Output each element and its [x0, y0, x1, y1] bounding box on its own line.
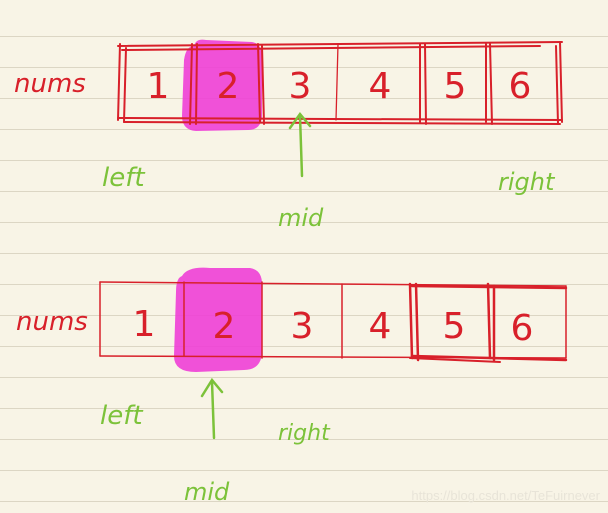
- bottom-cell-value: 4: [369, 306, 392, 347]
- top-array-label: nums: [14, 69, 86, 99]
- top-cell-value: 6: [509, 66, 532, 107]
- top-cell-value: 4: [369, 66, 392, 107]
- bottom-cell-value: 1: [133, 304, 156, 345]
- bottom-cell-value: 6: [511, 308, 534, 349]
- top-mid-arrow: [288, 111, 312, 178]
- top-cell-value: 5: [444, 66, 467, 107]
- bottom-array-label: nums: [16, 307, 88, 337]
- top-left-label: left: [102, 163, 145, 193]
- top-cell-values: 1 2 3 4 5 6: [147, 66, 532, 107]
- bottom-cell-values: 1 2 3 4 5 6: [133, 304, 534, 349]
- top-array-box: [117, 41, 563, 125]
- top-cell-value: 2: [217, 66, 240, 107]
- top-highlight: [182, 39, 262, 131]
- top-mid-label: mid: [278, 204, 324, 232]
- bottom-left-label: left: [100, 401, 143, 431]
- watermark: https://blog.csdn.net/TeFuirnever: [411, 488, 600, 503]
- bottom-cell-value: 3: [291, 306, 314, 347]
- top-cell-value: 1: [147, 66, 170, 107]
- bottom-right-label: right: [278, 421, 331, 446]
- bottom-array-box: [99, 281, 568, 363]
- bottom-diagram: nums 1 2 3 4 5 6 left right mid: [16, 267, 568, 506]
- bottom-cell-value: 2: [213, 306, 236, 347]
- bottom-highlight: [174, 267, 262, 372]
- bottom-mid-arrow: [200, 377, 224, 440]
- bottom-cell-value: 5: [443, 306, 466, 347]
- bottom-mid-label: mid: [184, 478, 230, 506]
- top-cell-value: 3: [289, 66, 312, 107]
- top-right-label: right: [498, 168, 556, 196]
- top-diagram: nums 1 2 3 4 5 6 left mid right: [14, 39, 563, 232]
